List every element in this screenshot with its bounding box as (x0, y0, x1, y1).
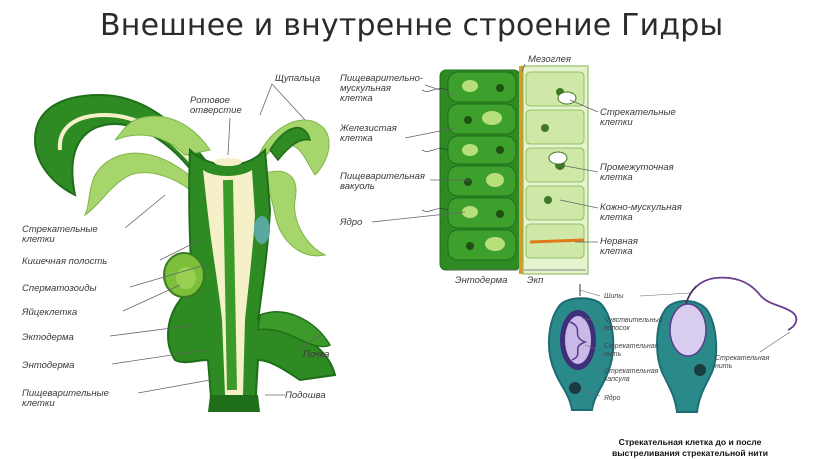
testis (254, 216, 270, 244)
tissue-leaders (371, 63, 599, 243)
caption-line-2: выстреливания стрекательной нити (611, 448, 769, 458)
label-digmusc-2: мускульная (340, 83, 391, 94)
label-nucleus: Ядро (339, 217, 362, 228)
mouth-opening (214, 158, 242, 166)
label-stinging-r-2: клетки (600, 117, 633, 128)
label-gut-cavity: Кишечная полость (22, 256, 107, 267)
label-vacuole-1: Пищеварительная (340, 171, 425, 182)
label-spines: Шипы (604, 293, 624, 300)
label-thread-r-2: нить (715, 363, 733, 370)
label-intermediate-2: клетка (600, 172, 633, 183)
label-tissue-endoderm: Энтодерма (455, 275, 507, 286)
label-stinging-1: Стрекательные (22, 224, 98, 235)
tentacle-right-3 (269, 126, 312, 162)
label-endoderm: Энтодерма (22, 360, 74, 371)
label-thread-r-1: Стрекательная (715, 355, 770, 362)
label-egg: Яйцеклетка (21, 307, 77, 318)
caption-line-1: Стрекательная клетка до и после (618, 437, 762, 447)
label-mouth-1: Ротовое (190, 95, 230, 106)
label-mesoglea: Мезоглея (528, 54, 571, 65)
hydra-bud (257, 311, 332, 348)
label-bud: Почка (303, 349, 329, 360)
label-skinmusc-1: Кожно-мускульная (600, 202, 682, 213)
hydra-leaders (109, 83, 321, 396)
egg-nucleus (176, 267, 196, 289)
tentacle-left-2 (83, 152, 196, 217)
label-digestive-2: клетки (22, 398, 55, 409)
cnidocyte-caption: Стрекательная клетка до и после выстрели… (580, 437, 800, 459)
label-thread-1: Стрекательная (604, 343, 659, 350)
cnidocyte-leaders (579, 289, 791, 397)
label-glandular-1: Железистая (339, 123, 397, 134)
label-hair-2: волосок (604, 325, 630, 332)
label-ectoderm: Эктодерма (22, 332, 74, 343)
label-sperm: Сперматозоиды (22, 283, 96, 294)
label-thread-2: нить (604, 351, 622, 358)
label-cnid-nucleus: Ядро (603, 394, 621, 402)
hydra-illustration (33, 93, 337, 412)
label-capsule-1: Стрекательная (604, 368, 659, 375)
label-hair-1: Чувствительный (604, 316, 663, 324)
label-nerve-2: клетка (600, 246, 633, 257)
tentacle-right-2 (257, 170, 327, 257)
label-vacuole-2: вакуоль (340, 181, 375, 192)
tentacle-left-3 (114, 115, 211, 156)
label-stinging-2: клетки (22, 234, 55, 245)
label-digmusc-1: Пищеварительно- (340, 73, 423, 84)
hydra-sole (208, 395, 260, 412)
label-intermediate-1: Промежуточная (600, 162, 674, 173)
label-stinging-r-1: Стрекательные (600, 107, 676, 118)
tissue-illustration (421, 65, 589, 275)
label-capsule-2: капсула (604, 376, 630, 383)
endoderm-stripe (223, 179, 237, 391)
label-digmusc-3: клетка (340, 93, 373, 104)
label-tissue-ectoderm: Экп (527, 275, 544, 286)
label-digestive-1: Пищеварительные (22, 388, 109, 399)
cnidocyte-illustration (548, 276, 798, 413)
label-nerve-1: Нервная (600, 236, 638, 247)
label-tentacles: Щупальца (275, 73, 320, 84)
label-mouth-2: отверстие (190, 105, 242, 116)
label-glandular-2: клетка (340, 133, 373, 144)
page-title: Внешнее и внутренне строение Гидры (100, 8, 724, 43)
label-skinmusc-2: клетка (600, 212, 633, 223)
label-sole: Подошва (285, 390, 326, 401)
